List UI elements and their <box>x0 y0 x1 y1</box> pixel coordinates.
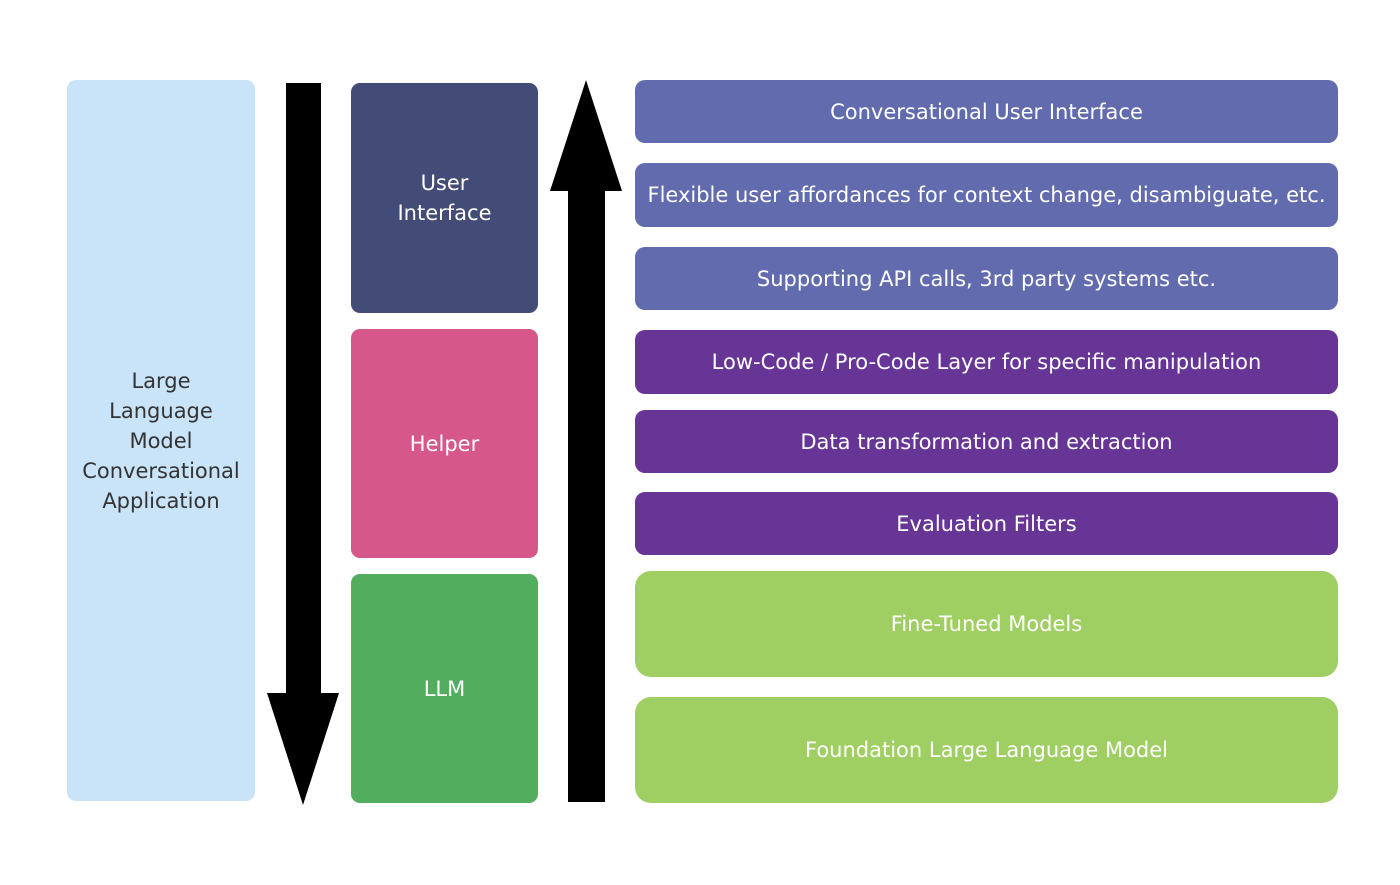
layer-conversational-ui: Conversational User Interface <box>635 80 1338 143</box>
user-interface-label-line: User <box>420 171 469 195</box>
user-interface-block: User Interface <box>351 83 538 313</box>
layer-fine-tuned-models: Fine-Tuned Models <box>635 571 1338 677</box>
layer-label: Low-Code / Pro-Code Layer for specific m… <box>711 350 1262 374</box>
layer-evaluation-filters: Evaluation Filters <box>635 492 1338 555</box>
application-label: Large Language Model Conversational Appl… <box>82 366 240 516</box>
layer-label: Fine-Tuned Models <box>890 612 1083 636</box>
application-label-line: Language <box>109 398 213 423</box>
helper-block: Helper <box>351 329 538 558</box>
layer-user-affordances: Flexible user affordances for context ch… <box>635 163 1338 227</box>
application-label-line: Model <box>129 428 193 453</box>
llm-block: LLM <box>351 574 538 803</box>
application-label-line: Conversational <box>82 458 240 483</box>
layer-low-code: Low-Code / Pro-Code Layer for specific m… <box>635 330 1338 394</box>
llm-label: LLM <box>423 676 466 701</box>
up-arrow-shape <box>550 80 622 802</box>
layer-label: Foundation Large Language Model <box>804 738 1169 762</box>
application-label-line: Application <box>102 488 220 513</box>
layer-label: Evaluation Filters <box>896 511 1077 536</box>
layer-foundation-llm: Foundation Large Language Model <box>635 697 1338 803</box>
layer-data-transformation: Data transformation and extraction <box>635 410 1338 473</box>
layer-api-calls: Supporting API calls, 3rd party systems … <box>635 247 1338 310</box>
user-interface-label-line: Interface <box>397 201 492 225</box>
layer-label: Flexible user affordances for context ch… <box>647 183 1326 207</box>
down-arrow-shape <box>267 83 339 805</box>
up-arrow-icon <box>550 80 622 802</box>
application-panel: Large Language Model Conversational Appl… <box>67 80 255 801</box>
helper-label: Helper <box>409 431 480 456</box>
layer-label: Data transformation and extraction <box>800 429 1173 454</box>
down-arrow-icon <box>267 83 339 805</box>
layer-label: Conversational User Interface <box>830 99 1143 124</box>
application-label-line: Large <box>131 368 191 393</box>
layer-label: Supporting API calls, 3rd party systems … <box>756 266 1217 291</box>
